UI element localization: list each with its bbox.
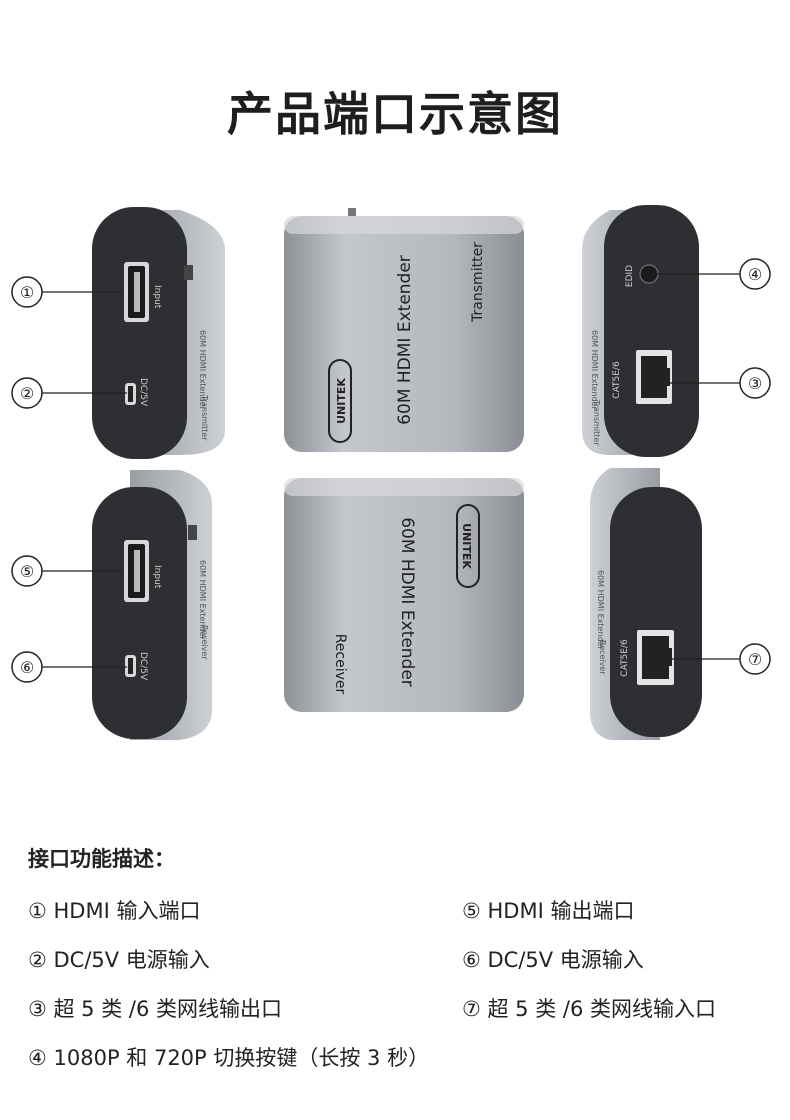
receiver-body: UNITEK 60M HDMI Extender Receiver — [284, 478, 524, 712]
dc-label: DC/5V — [138, 378, 148, 407]
svg-text:60M HDMI Extender: 60M HDMI Extender — [590, 330, 599, 411]
rj45-port-icon — [636, 350, 672, 404]
desc-item-5: ⑤ HDMI 输出端口 — [462, 899, 635, 923]
dc-label: DC/5V — [138, 652, 148, 681]
transmitter-right-end: 60M HDMI Extender Transmitter EDID CAT5E… — [582, 205, 699, 457]
svg-text:UNITEK: UNITEK — [460, 523, 473, 569]
edid-label: EDID — [625, 265, 635, 287]
marker-1: ① — [20, 283, 34, 302]
svg-text:Receiver: Receiver — [598, 640, 607, 675]
desc-item-6: ⑥ DC/5V 电源输入 — [462, 948, 644, 972]
transmitter-left-end: 60M HDMI Extender Transmitter Input DC/5… — [92, 207, 225, 459]
desc-item-4: ④ 1080P 和 720P 切换按键（长按 3 秒） — [28, 1046, 430, 1070]
input-label: Input — [152, 565, 162, 589]
marker-7: ⑦ — [748, 650, 762, 669]
marker-4: ④ — [748, 265, 762, 284]
callout-markers: ① ② ③ ④ ⑤ ⑥ ⑦ — [11, 258, 771, 683]
svg-text:UNITEK: UNITEK — [335, 378, 348, 424]
svg-text:Receiver: Receiver — [200, 625, 209, 660]
product-port-diagram: 60M HDMI Extender Transmitter Input DC/5… — [11, 205, 771, 740]
svg-text:60M HDMI Extender: 60M HDMI Extender — [198, 560, 207, 641]
marker-2: ② — [20, 384, 34, 403]
page-title: 产品端口示意图 — [227, 87, 563, 141]
svg-text:Transmitter: Transmitter — [592, 399, 601, 446]
marker-3: ③ — [748, 374, 762, 393]
input-label: Input — [152, 285, 162, 309]
desc-item-3: ③ 超 5 类 /6 类网线输出口 — [28, 997, 282, 1021]
description-heading: 接口功能描述： — [28, 847, 175, 871]
cat-label: CAT5E/6 — [620, 639, 630, 677]
unitek-logo: UNITEK — [328, 359, 352, 443]
hdmi-port-icon — [124, 540, 149, 602]
svg-text:60M HDMI Extender: 60M HDMI Extender — [198, 330, 207, 411]
marker-5: ⑤ — [20, 562, 34, 581]
receiver-right-end: 60M HDMI Extender Receiver CAT5E/6 — [590, 468, 702, 740]
receiver-left-end: 60M HDMI Extender Receiver Input DC/5V — [92, 470, 212, 740]
cat-label: CAT5E/6 — [612, 361, 622, 399]
desc-item-2: ② DC/5V 电源输入 — [28, 948, 210, 972]
hdmi-port-icon — [124, 262, 149, 322]
rj45-port-icon — [637, 630, 674, 685]
callout-lines — [42, 273, 740, 668]
svg-text:60M HDMI Extender: 60M HDMI Extender — [596, 570, 605, 651]
model-text: 60M HDMI Extender — [397, 517, 417, 687]
receiver-text: Receiver — [332, 634, 348, 695]
desc-item-7: ⑦ 超 5 类 /6 类网线输入口 — [462, 997, 716, 1021]
svg-text:Transmitter: Transmitter — [200, 394, 209, 441]
transmitter-body: UNITEK 60M HDMI Extender Transmitter — [284, 208, 524, 452]
unitek-logo: UNITEK — [456, 504, 480, 588]
marker-6: ⑥ — [20, 658, 34, 677]
desc-item-1: ① HDMI 输入端口 — [28, 899, 201, 923]
transmitter-text: Transmitter — [470, 242, 486, 323]
model-text: 60M HDMI Extender — [395, 255, 415, 425]
